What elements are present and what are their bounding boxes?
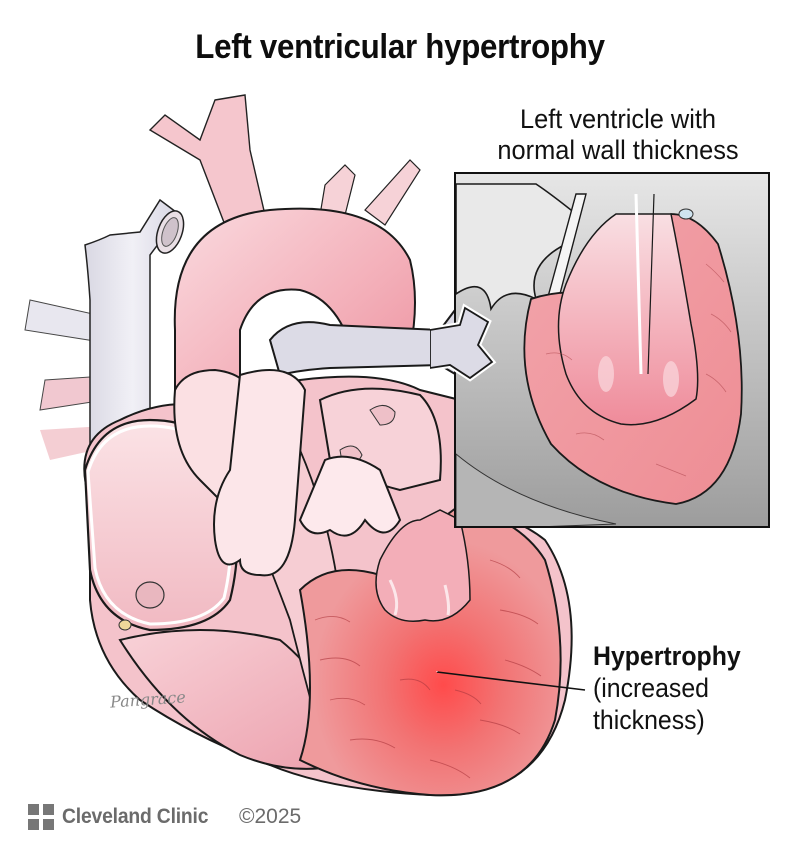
inset-label-line1: Left ventricle with (519, 104, 717, 134)
aortic-arch (173, 207, 416, 421)
copyright: ©2025 (239, 805, 302, 828)
inset-illustration (456, 174, 768, 526)
aortic-valve (298, 455, 402, 537)
pulmonary-artery-overlap (430, 303, 497, 382)
left-subclavian-artery (364, 159, 421, 226)
inset-label-line2: normal wall thickness (497, 135, 739, 165)
left-carotid-artery (319, 164, 356, 216)
muscle-fibers (314, 559, 542, 779)
inset-label: Left ventricle with normal wall thicknes… (471, 104, 764, 166)
callout-line (436, 671, 586, 691)
inset-aortic-valve (456, 183, 577, 312)
hypertrophy-desc-line2: thickness) (593, 705, 705, 735)
hypertrophy-desc-line1: (increased (593, 673, 709, 703)
coronary-sinus (135, 581, 165, 609)
hypertrophy-heading: Hypertrophy (593, 641, 741, 671)
page-title: Left ventricular hypertrophy (195, 28, 605, 66)
inset-ventricle-cavity (557, 213, 699, 426)
inset-normal-ventricle (454, 172, 770, 528)
footer: Cleveland Clinic ©2025 (28, 804, 301, 830)
brand-name: Cleveland Clinic (62, 805, 209, 828)
brachiocephalic-artery (148, 94, 266, 226)
hypertrophy-label: Hypertrophy (increased thickness) (593, 640, 741, 736)
cleveland-clinic-logo-icon (28, 804, 54, 830)
